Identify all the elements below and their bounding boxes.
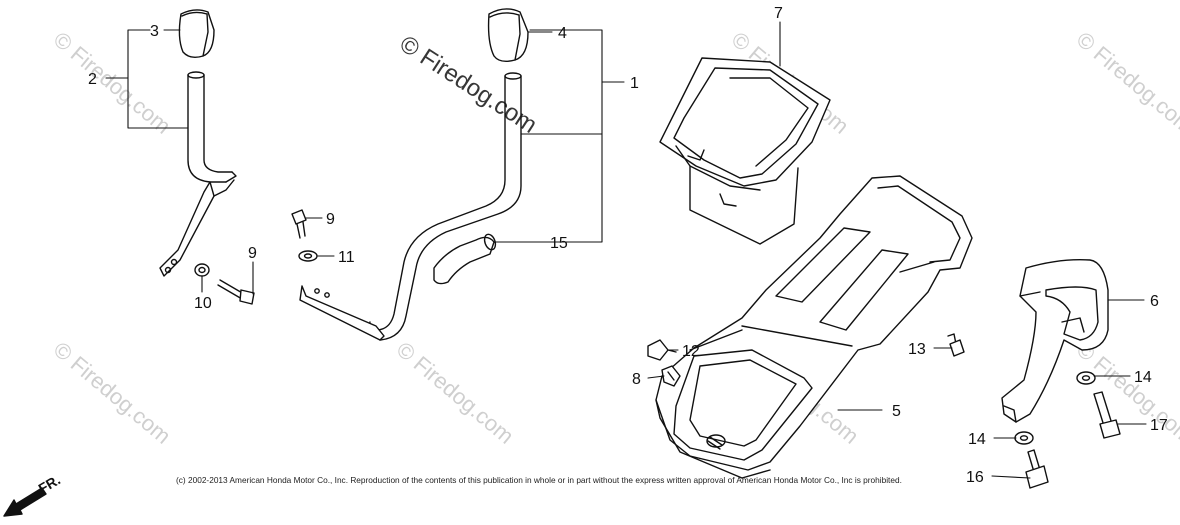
callout-2: 2 — [88, 71, 97, 88]
callout-7: 7 — [774, 5, 783, 22]
knob-middle — [487, 8, 529, 63]
front-direction-arrow-icon — [3, 487, 47, 517]
callout-12: 12 — [682, 343, 700, 360]
callout-6: 6 — [1150, 293, 1159, 310]
washer-11 — [298, 250, 318, 262]
bolt-9-upper — [291, 209, 307, 239]
watermark-tile: © Firedog.com — [49, 27, 176, 139]
watermark-tile: © Firedog.com — [49, 337, 176, 449]
washer-10 — [194, 263, 210, 277]
callout-9-upper: 9 — [326, 211, 335, 228]
callout-14-upper: 14 — [1134, 369, 1152, 386]
callout-5: 5 — [892, 403, 901, 420]
callout-15: 15 — [550, 235, 568, 252]
bolt-17 — [1093, 391, 1121, 439]
callout-17: 17 — [1150, 417, 1168, 434]
callout-16: 16 — [966, 469, 984, 486]
armrest-6 — [1001, 259, 1109, 423]
clip-12 — [647, 339, 677, 361]
callout-4: 4 — [558, 25, 567, 42]
lever-middle — [299, 72, 522, 341]
cup-holder-7 — [659, 57, 831, 245]
callout-8: 8 — [632, 371, 641, 388]
watermark-tile: © Firedog.com — [1072, 27, 1180, 139]
grip-tube-15 — [433, 233, 497, 285]
bolt-16 — [1025, 449, 1049, 489]
watermark-tile: © Firedog.com — [392, 337, 519, 449]
callout-10: 10 — [194, 295, 212, 312]
callout-1: 1 — [630, 75, 639, 92]
leader-lines — [105, 21, 1147, 479]
copyright-notice: (c) 2002-2013 American Honda Motor Co., … — [176, 475, 902, 485]
callout-3: 3 — [150, 23, 159, 40]
lever-left — [159, 71, 237, 277]
knob-left — [178, 9, 215, 59]
console-tray-5 — [655, 175, 973, 479]
callout-14-lower: 14 — [968, 431, 986, 448]
callout-labels: 1 2 3 4 5 6 7 8 9 9 10 11 12 13 14 14 15… — [88, 5, 1168, 486]
bolt-9-left — [217, 279, 255, 305]
callout-9-left: 9 — [248, 245, 257, 262]
screw-13 — [947, 333, 965, 357]
screw-8 — [661, 365, 681, 387]
washer-14-upper — [1076, 371, 1096, 385]
callout-11: 11 — [338, 249, 355, 266]
callout-13: 13 — [908, 341, 926, 358]
watermark-layer: © Firedog.com © Firedog.com © Firedog.co… — [49, 27, 1180, 449]
washer-14-lower — [1014, 431, 1034, 445]
